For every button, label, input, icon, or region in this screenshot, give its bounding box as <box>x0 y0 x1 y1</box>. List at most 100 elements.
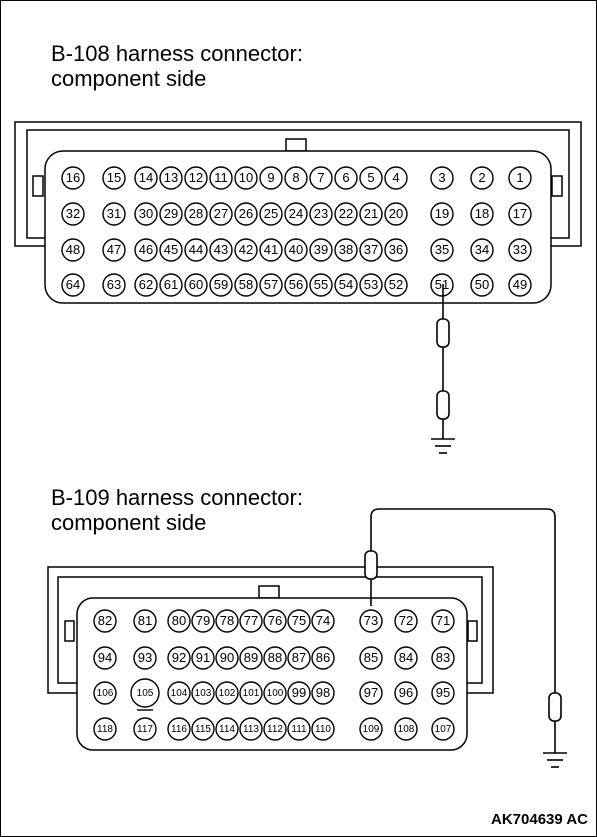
pin-106 <box>93 681 117 705</box>
pin-label-117: 117 <box>137 724 153 735</box>
pin-32 <box>61 202 85 226</box>
pin-50 <box>470 273 494 297</box>
pin-label-110: 110 <box>315 724 331 735</box>
connector-1-title: B-108 harness connector: <box>51 41 303 66</box>
pin-label-85: 85 <box>364 650 378 665</box>
pin-label-48: 48 <box>66 242 80 257</box>
ground-icon <box>543 752 567 768</box>
pin-label-7: 7 <box>317 170 324 185</box>
ground-icon <box>431 438 455 454</box>
pin-84 <box>394 646 418 670</box>
pin-label-30: 30 <box>139 206 153 221</box>
pin-label-23: 23 <box>314 206 328 221</box>
pin-label-104: 104 <box>171 688 188 699</box>
pin-86 <box>311 646 335 670</box>
pin-label-91: 91 <box>196 650 210 665</box>
pin-label-19: 19 <box>435 206 449 221</box>
pin-label-79: 79 <box>196 613 210 628</box>
pin-label-82: 82 <box>98 613 112 628</box>
pin-39 <box>309 238 333 262</box>
pin-113 <box>239 717 263 741</box>
pin-label-6: 6 <box>342 170 349 185</box>
pin-7 <box>309 166 333 190</box>
pin-6 <box>334 166 358 190</box>
pin-111 <box>287 717 311 741</box>
pin-57 <box>259 273 283 297</box>
pin-label-56: 56 <box>289 277 303 292</box>
pin-71 <box>431 609 455 633</box>
pin-label-100: 100 <box>267 688 284 699</box>
pin-label-101: 101 <box>243 688 260 699</box>
pin-label-103: 103 <box>195 688 212 699</box>
pin-59 <box>209 273 233 297</box>
pin-label-57: 57 <box>264 277 278 292</box>
pin-3 <box>430 166 454 190</box>
pin-label-40: 40 <box>289 242 303 257</box>
pin-label-12: 12 <box>189 170 203 185</box>
pin-label-94: 94 <box>98 650 112 665</box>
pin-label-34: 34 <box>475 242 489 257</box>
pin-label-114: 114 <box>219 724 235 735</box>
pin-label-46: 46 <box>139 242 153 257</box>
connector-1-subtitle: component side <box>51 66 207 91</box>
pin-label-95: 95 <box>436 685 450 700</box>
pin-30 <box>134 202 158 226</box>
pin-label-3: 3 <box>438 170 445 185</box>
pin-105 <box>130 678 160 708</box>
pin-label-97: 97 <box>364 685 378 700</box>
connector-2-subtitle: component side <box>51 510 207 535</box>
pin-11 <box>209 166 233 190</box>
pin-label-36: 36 <box>389 242 403 257</box>
pin-89 <box>239 646 263 670</box>
pin-label-89: 89 <box>244 650 258 665</box>
pin-label-35: 35 <box>435 242 449 257</box>
pin-26 <box>234 202 258 226</box>
pin-label-32: 32 <box>66 206 80 221</box>
pin-label-42: 42 <box>239 242 253 257</box>
pin-55 <box>309 273 333 297</box>
pin-label-59: 59 <box>214 277 228 292</box>
pin-110 <box>311 717 335 741</box>
pin-label-55: 55 <box>314 277 328 292</box>
pin-33 <box>508 238 532 262</box>
pin-label-52: 52 <box>389 277 403 292</box>
pin-48 <box>61 238 85 262</box>
pin-label-106: 106 <box>97 688 114 699</box>
pin-34 <box>470 238 494 262</box>
pin-9 <box>259 166 283 190</box>
pin-74 <box>311 609 335 633</box>
pin-label-109: 109 <box>363 724 380 735</box>
pin-58 <box>234 273 258 297</box>
pin-101 <box>239 681 263 705</box>
pin-20 <box>384 202 408 226</box>
pin-108 <box>394 717 418 741</box>
pin-53 <box>359 273 383 297</box>
pin-98 <box>311 681 335 705</box>
pin-label-21: 21 <box>364 206 378 221</box>
pin-99 <box>287 681 311 705</box>
pin-label-28: 28 <box>189 206 203 221</box>
pin-label-62: 62 <box>139 277 153 292</box>
pin-52 <box>384 273 408 297</box>
pin-62 <box>134 273 158 297</box>
pin-93 <box>133 646 157 670</box>
pin-38 <box>334 238 358 262</box>
pin-label-2: 2 <box>478 170 485 185</box>
pin-label-50: 50 <box>475 277 489 292</box>
pin-label-58: 58 <box>239 277 253 292</box>
pin-12 <box>184 166 208 190</box>
pin-63 <box>102 273 126 297</box>
pin-56 <box>284 273 308 297</box>
pin-81 <box>133 609 157 633</box>
pin-16 <box>61 166 85 190</box>
pin-27 <box>209 202 233 226</box>
pin-88 <box>263 646 287 670</box>
pin-114 <box>215 717 239 741</box>
pin-label-45: 45 <box>164 242 178 257</box>
pin-24 <box>284 202 308 226</box>
pin-label-22: 22 <box>339 206 353 221</box>
pin-label-14: 14 <box>139 170 153 185</box>
pin-label-25: 25 <box>264 206 278 221</box>
